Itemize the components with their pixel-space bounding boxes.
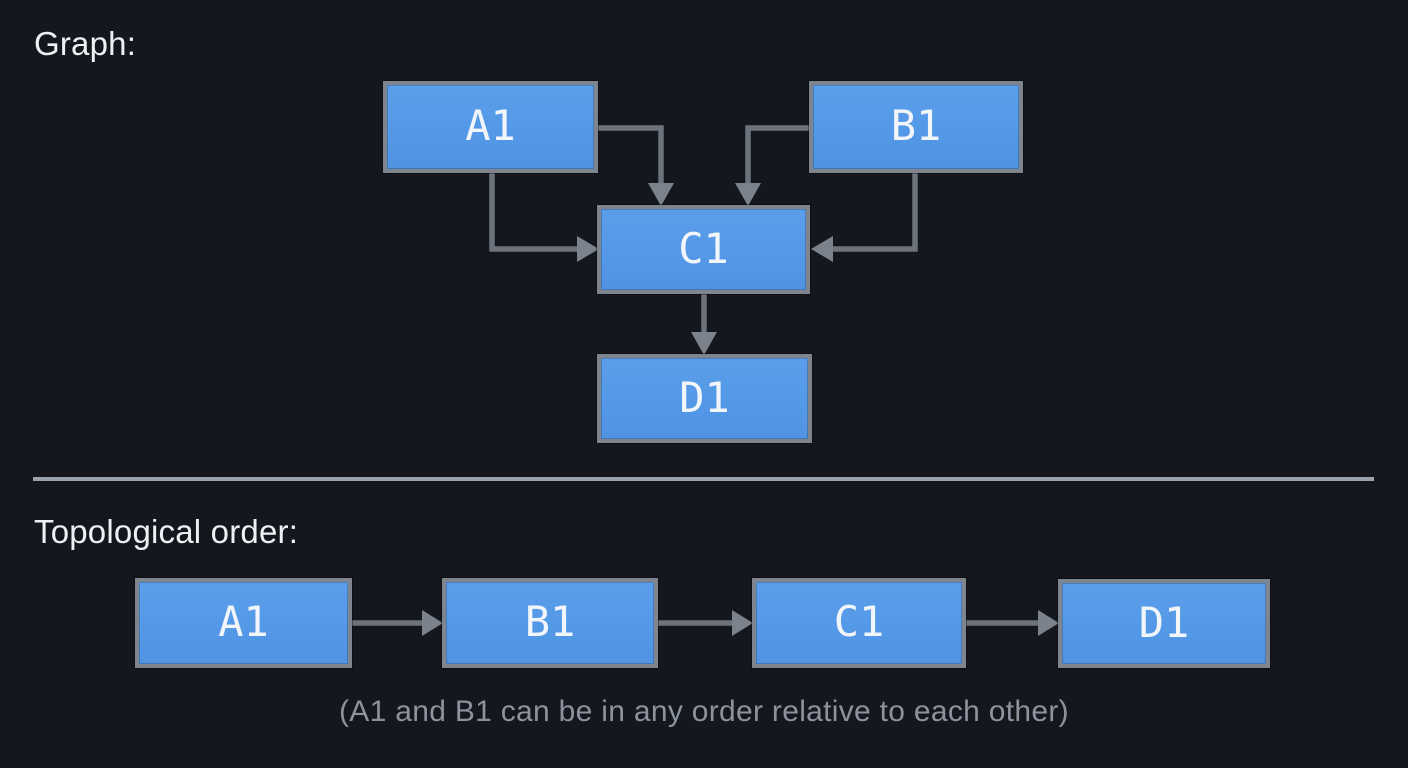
edge-c1-d1: [691, 292, 717, 355]
topological-section-heading: Topological order:: [34, 513, 299, 550]
topo-node-d1-label: D1: [1138, 597, 1190, 647]
topo-node-a1-label: A1: [218, 597, 269, 646]
topo-node-d1: D1: [1058, 579, 1270, 668]
topo-arrow-a1-b1: [352, 610, 443, 636]
topo-arrow-b1-c1: [658, 610, 753, 636]
graph-node-d1-label: D1: [679, 372, 730, 422]
edge-b1-c1-right: [811, 171, 918, 262]
section-divider: [33, 477, 1374, 481]
edge-b1-c1-top: [735, 125, 809, 206]
graph-node-d1: D1: [597, 354, 812, 443]
graph-node-c1-label: C1: [678, 223, 729, 273]
edge-a1-c1-left: [489, 171, 599, 262]
topo-node-c1-label: C1: [833, 597, 885, 646]
graph-section-heading: Graph:: [34, 25, 137, 62]
graph-node-b1: B1: [809, 81, 1023, 173]
graph-node-a1-label: A1: [465, 101, 516, 150]
edge-a1-c1-top: [598, 125, 674, 206]
topo-node-b1-label: B1: [524, 597, 576, 646]
topo-node-c1: C1: [752, 578, 966, 668]
graph-node-b1-label: B1: [890, 101, 942, 150]
graph-node-a1: A1: [383, 81, 598, 173]
topo-node-a1: A1: [135, 578, 352, 668]
topological-order-caption: (A1 and B1 can be in any order relative …: [339, 695, 1069, 728]
graph-node-c1: C1: [597, 205, 810, 294]
topo-node-b1: B1: [442, 578, 658, 668]
topo-arrow-c1-d1: [966, 610, 1059, 636]
